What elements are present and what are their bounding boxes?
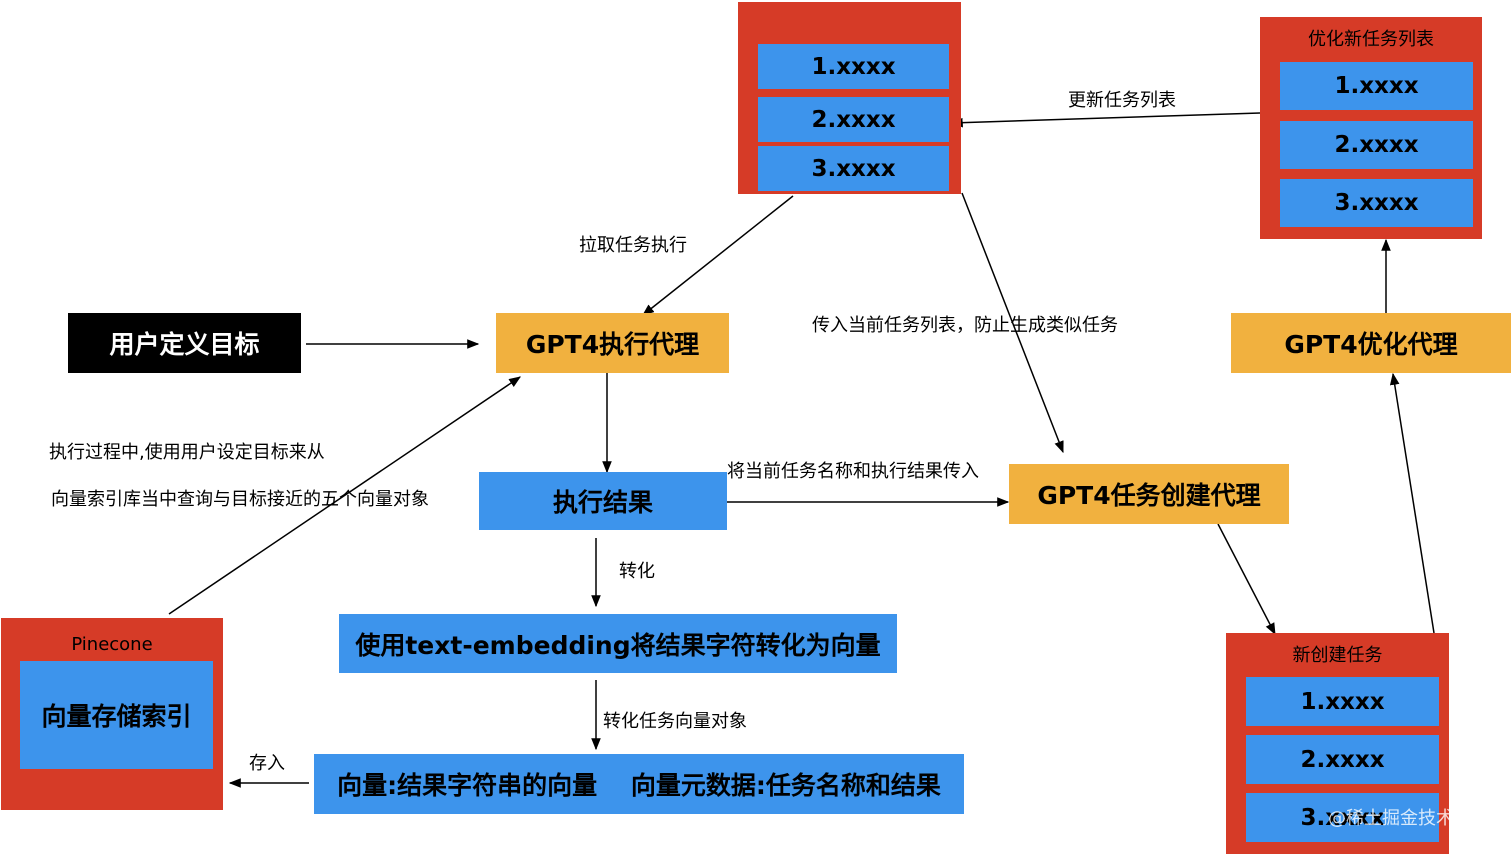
new-task-item: 2.xxxx (1246, 735, 1439, 784)
task-list-item: 3.xxxx (758, 146, 949, 191)
optimized-list-title: 优化新任务列表 (1308, 29, 1434, 50)
task-list-item: 2.xxxx (758, 97, 949, 142)
new-tasks-container: 新创建任务 1.xxxx 2.xxxx 3.xxxx (1226, 633, 1449, 854)
new-tasks-title: 新创建任务 (1292, 645, 1383, 666)
label-pull-task: 拉取任务执行 (579, 235, 687, 256)
label-update-list: 更新任务列表 (1068, 90, 1176, 111)
new-task-item: 1.xxxx (1246, 677, 1439, 726)
task-list-item: 1.xxxx (758, 44, 949, 89)
opt-agent-box: GPT4优化代理 (1231, 313, 1511, 373)
create-agent-box: GPT4任务创建代理 (1009, 464, 1289, 524)
label-convert-vec: 转化任务向量对象 (603, 711, 747, 732)
label-pass-result: 将当前任务名称和执行结果传入 (727, 461, 979, 482)
edge-pinecone-to-exec (168, 376, 521, 615)
exec-result-box: 执行结果 (479, 472, 727, 530)
label-query-line2: 向量索引库当中查询与目标接近的五个向量对象 (51, 489, 429, 510)
label-query-line1: 执行过程中,使用用户设定目标来从 (49, 442, 325, 463)
optimized-list-item: 1.xxxx (1280, 62, 1473, 110)
edge-pull-task (642, 195, 794, 316)
optimized-list-container: 优化新任务列表 1.xxxx 2.xxxx 3.xxxx (1260, 17, 1482, 239)
label-pass-list: 传入当前任务列表，防止生成类似任务 (812, 315, 1118, 336)
edge-update-list (950, 112, 1261, 128)
vector-object-box: 向量:结果字符串的向量 向量元数据:任务名称和结果 (314, 754, 964, 814)
label-store: 存入 (249, 753, 285, 774)
embedding-box: 使用text-embedding将结果字符转化为向量 (339, 614, 897, 673)
pinecone-container: Pinecone 向量存储索引 (1, 618, 223, 810)
new-task-item: 3.xxxx (1246, 793, 1439, 842)
pinecone-title: Pinecone (71, 634, 153, 655)
edge-pass-list (961, 192, 1064, 454)
optimized-list-item: 2.xxxx (1280, 121, 1473, 169)
user-goal-box: 用户定义目标 (68, 313, 301, 373)
watermark: @稀土掘金技术社区 (1328, 808, 1490, 829)
exec-agent-box: GPT4执行代理 (496, 313, 729, 373)
task-list-container: 1.xxxx 2.xxxx 3.xxxx (738, 2, 961, 194)
edge-create-to-newtasks (1217, 523, 1276, 636)
edge-newtasks-to-opt (1389, 372, 1435, 634)
optimized-list-item: 3.xxxx (1280, 179, 1473, 227)
label-convert: 转化 (619, 561, 655, 582)
vector-index-box: 向量存储索引 (20, 661, 213, 769)
